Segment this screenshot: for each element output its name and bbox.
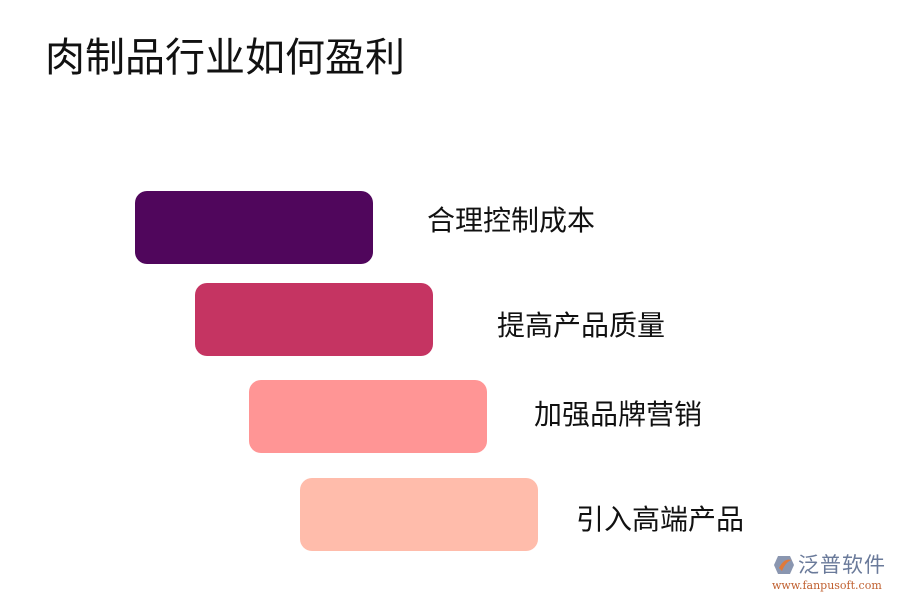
step-bar-4 [300, 478, 538, 551]
step-bar-1 [135, 191, 373, 264]
fanpu-logo-icon [774, 556, 794, 574]
step-bar-3 [249, 380, 487, 453]
step-label-1: 合理控制成本 [427, 204, 596, 237]
step-label-3: 加强品牌营销 [534, 398, 703, 431]
logo-url: www.fanpusoft.com [772, 579, 882, 592]
logo-name: 泛普软件 [798, 553, 886, 577]
step-label-2: 提高产品质量 [497, 309, 666, 342]
watermark-logo: 泛普软件 www.fanpusoft.com [770, 552, 895, 596]
page-title: 肉制品行业如何盈利 [45, 35, 405, 81]
step-bar-2 [195, 283, 433, 356]
step-label-4: 引入高端产品 [576, 503, 745, 536]
